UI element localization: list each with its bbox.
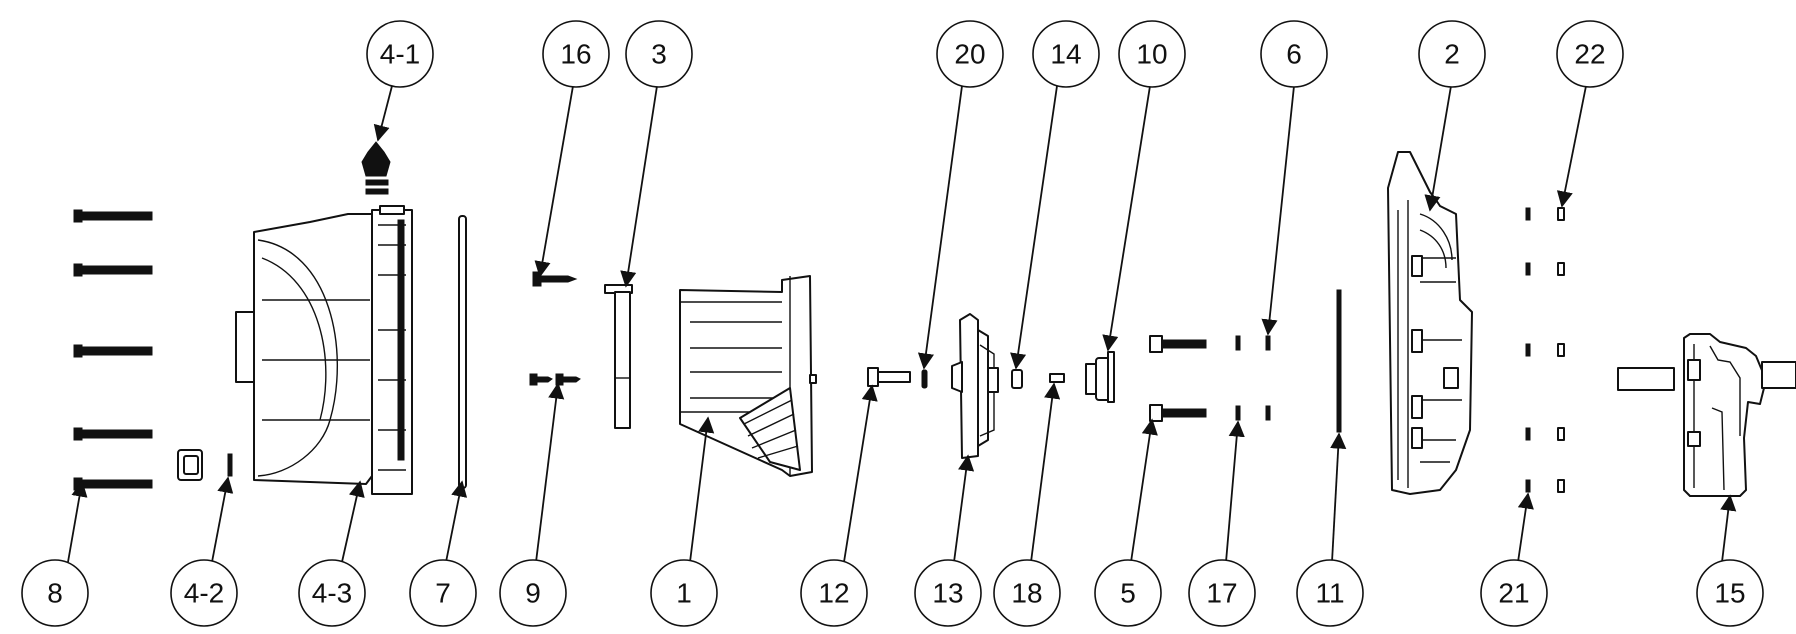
svg-text:4-2: 4-2 — [184, 578, 224, 609]
svg-text:12: 12 — [818, 578, 849, 609]
part-9-screws — [529, 373, 581, 386]
svg-text:16: 16 — [560, 39, 591, 70]
svg-text:11: 11 — [1315, 578, 1344, 609]
svg-text:2: 2 — [1444, 39, 1460, 70]
balloon-16: 16 — [542, 20, 610, 88]
part-14-nut — [1011, 369, 1023, 389]
svg-text:18: 18 — [1011, 578, 1042, 609]
part-13-impeller — [951, 313, 999, 459]
part-17-6-washers — [1235, 335, 1271, 421]
svg-text:4-3: 4-3 — [312, 578, 352, 609]
balloon-8: 8 — [21, 559, 89, 627]
svg-text:9: 9 — [525, 578, 541, 609]
svg-text:13: 13 — [932, 578, 963, 609]
balloon-10: 10 — [1118, 20, 1186, 88]
svg-text:22: 22 — [1574, 39, 1605, 70]
part-10-seal — [1085, 351, 1115, 403]
part-4-2-plug — [177, 449, 233, 481]
balloon-4-3: 4-3 — [298, 559, 366, 627]
balloon-12: 12 — [800, 559, 868, 627]
svg-text:6: 6 — [1286, 39, 1302, 70]
part-18-key — [1049, 373, 1065, 383]
balloon-2: 2 — [1418, 20, 1486, 88]
balloon-13: 13 — [914, 559, 982, 627]
balloon-6: 6 — [1260, 20, 1328, 88]
svg-text:21: 21 — [1498, 578, 1529, 609]
balloon-9: 9 — [499, 559, 567, 627]
balloon-5: 5 — [1094, 559, 1162, 627]
svg-text:7: 7 — [435, 578, 451, 609]
svg-text:15: 15 — [1714, 578, 1745, 609]
balloon-3: 3 — [625, 20, 693, 88]
part-4-3-housing — [235, 205, 413, 495]
part-7-gasket — [458, 215, 467, 489]
svg-text:3: 3 — [651, 39, 667, 70]
svg-text:8: 8 — [47, 578, 63, 609]
balloon-11: 11 — [1296, 559, 1364, 627]
svg-text:5: 5 — [1120, 578, 1136, 609]
balloon-4-2: 4-2 — [170, 559, 238, 627]
balloon-4-1: 4-1 — [366, 20, 434, 88]
balloon-18: 18 — [993, 559, 1061, 627]
part-1-diffuser — [679, 275, 817, 477]
svg-text:14: 14 — [1050, 39, 1081, 70]
part-8-bolts — [73, 209, 153, 491]
part-2-seal-plate — [1387, 151, 1473, 495]
balloon-22: 22 — [1556, 20, 1624, 88]
part-21-22-fasteners — [1525, 207, 1565, 493]
balloon-21: 21 — [1480, 559, 1548, 627]
balloon-1: 1 — [650, 559, 718, 627]
part-15-bracket — [1617, 333, 1796, 497]
part-4-1-cap — [361, 141, 391, 195]
svg-text:17: 17 — [1206, 578, 1237, 609]
balloon-14: 14 — [1032, 20, 1100, 88]
part-12-bolt — [867, 367, 911, 387]
svg-text:1: 1 — [676, 578, 692, 609]
balloon-15: 15 — [1696, 559, 1764, 627]
svg-text:20: 20 — [954, 39, 985, 70]
balloon-17: 17 — [1188, 559, 1256, 627]
part-20-washer — [921, 369, 928, 389]
balloon-7: 7 — [409, 559, 477, 627]
leader-lines — [67, 85, 1737, 563]
balloon-20: 20 — [936, 20, 1004, 88]
svg-text:4-1: 4-1 — [380, 39, 420, 70]
svg-text:10: 10 — [1136, 39, 1167, 70]
part-5-bolts — [1149, 335, 1207, 422]
part-11-gasket — [1336, 289, 1342, 433]
part-3-plate — [604, 284, 633, 429]
